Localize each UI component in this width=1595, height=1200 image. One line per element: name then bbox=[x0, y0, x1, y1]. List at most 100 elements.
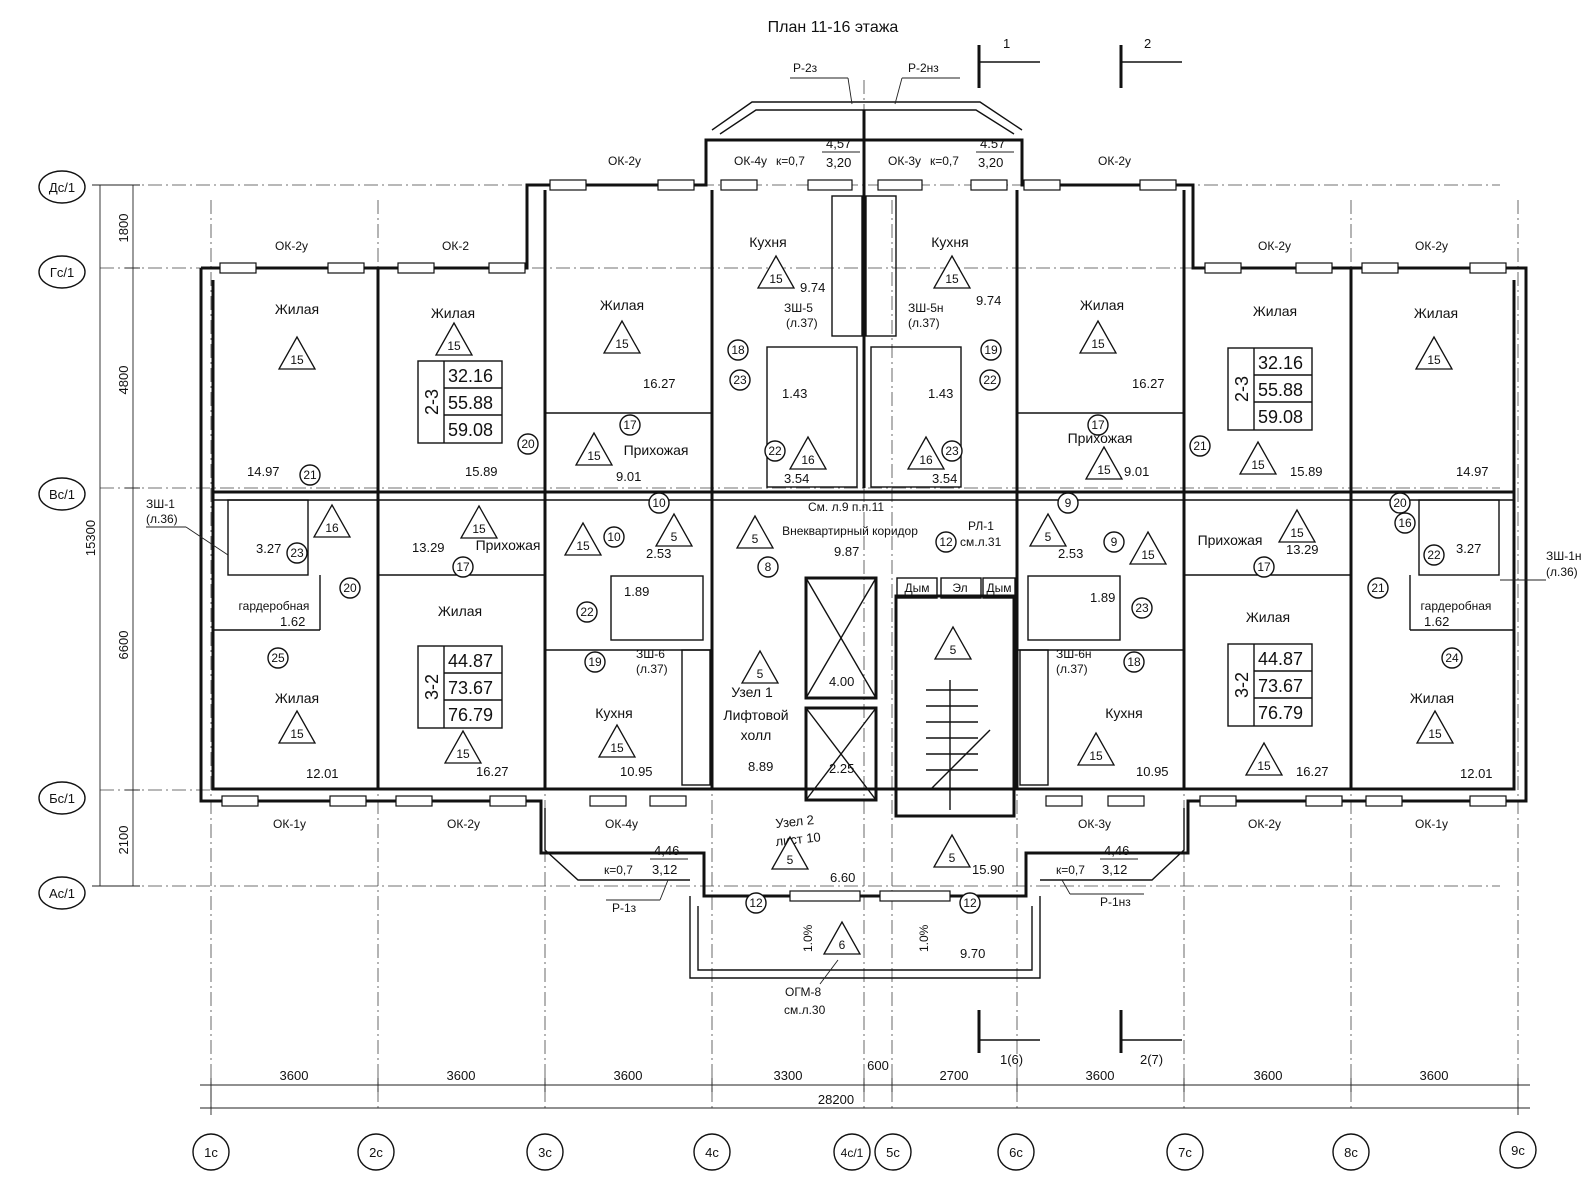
marker-bubble: 22 bbox=[979, 369, 1001, 391]
apartment-area-3: 59.08 bbox=[448, 420, 493, 440]
window-label: ОК-2 bbox=[442, 239, 469, 253]
bay-area: 4,46 bbox=[654, 843, 679, 858]
marker-bubble: 23 bbox=[286, 542, 308, 564]
marker-triangle: 15 bbox=[459, 504, 499, 539]
svg-text:17: 17 bbox=[1091, 418, 1105, 432]
room-name: Жилая bbox=[1414, 305, 1458, 321]
room-name: Жилая bbox=[438, 603, 482, 619]
window-label: ОК-2у bbox=[1248, 817, 1281, 831]
marker-bubble: 19 bbox=[980, 339, 1002, 361]
marker-bubble: 25 bbox=[267, 647, 289, 669]
balcony-bottom-left-label: Р-1з bbox=[612, 901, 637, 915]
balcony-top-left-label: Р-2з bbox=[793, 61, 818, 75]
bay-area: 4,46 bbox=[1104, 843, 1129, 858]
svg-text:21: 21 bbox=[1193, 439, 1207, 453]
svg-text:20: 20 bbox=[521, 437, 535, 451]
svg-text:7с: 7с bbox=[1178, 1145, 1192, 1160]
plan-title: План 11-16 этажа bbox=[768, 19, 899, 36]
apartment-area-2: 73.67 bbox=[448, 678, 493, 698]
svg-text:22: 22 bbox=[983, 373, 997, 387]
marker-bubble: 23 bbox=[1131, 597, 1153, 619]
marker-triangle: 15 bbox=[574, 431, 614, 466]
apartment-area-2: 55.88 bbox=[448, 393, 493, 413]
note-slope-right: 1.0% bbox=[917, 924, 931, 952]
svg-text:23: 23 bbox=[290, 546, 304, 560]
room-area: 1.43 bbox=[782, 386, 807, 401]
room-name: Лифтовой bbox=[723, 707, 788, 723]
bay-values: 4,57 к=0,7 3,20 4.57 к=0,7 3,20 4,46 к=0… bbox=[604, 136, 1138, 877]
col-dim: 3600 bbox=[447, 1068, 476, 1083]
marker-triangle: 15 bbox=[602, 319, 642, 354]
window-label: ОК-3у bbox=[888, 154, 921, 168]
note-rl1-ref: см.л.31 bbox=[960, 535, 1002, 549]
marker-bubble: 19 bbox=[584, 651, 606, 673]
marker-triangles: 15 15 15 15 15 15 15 15 15 15 15 15 15 1… bbox=[277, 254, 1455, 955]
marker-triangle: 15 bbox=[277, 335, 317, 370]
marker-bubble: 10 bbox=[648, 492, 670, 514]
room-name: Жилая bbox=[275, 301, 319, 317]
room-area: 16.27 bbox=[1132, 376, 1165, 391]
col-dim: 3600 bbox=[1086, 1068, 1115, 1083]
interior-walls bbox=[213, 110, 1514, 818]
svg-text:5: 5 bbox=[949, 851, 956, 865]
bay-area: 4,57 bbox=[826, 136, 851, 151]
svg-text:15: 15 bbox=[447, 339, 461, 353]
note-zsh1: ЗШ-1 bbox=[146, 497, 175, 511]
svg-text:5с: 5с bbox=[886, 1145, 900, 1160]
marker-bubble: 18 bbox=[1123, 651, 1145, 673]
apartment-area-3: 76.79 bbox=[1258, 703, 1303, 723]
room-area: 10.95 bbox=[620, 764, 653, 779]
svg-text:15: 15 bbox=[456, 747, 470, 761]
window-label: ОК-1у bbox=[1415, 817, 1448, 831]
room-area: 15.90 bbox=[972, 862, 1005, 877]
col-axis-bubble: 7с bbox=[1166, 1133, 1204, 1171]
room-name: Прихожая bbox=[624, 442, 689, 458]
apartment-area-3: 59.08 bbox=[1258, 407, 1303, 427]
room-area: 9.74 bbox=[800, 280, 825, 295]
room-name: Прихожая bbox=[476, 537, 541, 553]
room-area: 4.00 bbox=[829, 674, 854, 689]
marker-triangle: 15 bbox=[563, 521, 603, 556]
room-area: 9.70 bbox=[960, 946, 985, 961]
note-zsh6: ЗШ-6 bbox=[636, 647, 665, 661]
svg-text:10: 10 bbox=[607, 530, 621, 544]
svg-text:9с: 9с bbox=[1511, 1143, 1525, 1158]
svg-text:24: 24 bbox=[1445, 651, 1459, 665]
svg-text:15: 15 bbox=[1257, 759, 1271, 773]
marker-bubble: 17 bbox=[452, 556, 474, 578]
marker-triangle: 5 bbox=[740, 649, 780, 684]
window-label: ОК-2у bbox=[275, 239, 308, 253]
svg-text:15: 15 bbox=[1290, 526, 1304, 540]
marker-triangle: 15 bbox=[1415, 709, 1455, 744]
marker-bubble: 22 bbox=[764, 440, 786, 462]
room-area: 3.54 bbox=[784, 471, 809, 486]
svg-text:12: 12 bbox=[963, 896, 977, 910]
svg-text:22: 22 bbox=[768, 444, 782, 458]
notes: ЗШ-5 (л.37) ЗШ-5н (л.37) ЗШ-1 (л.36) ЗШ-… bbox=[146, 301, 1582, 1017]
room-name: Эл bbox=[952, 581, 967, 595]
axis-grid bbox=[100, 80, 1519, 1110]
row-axis-bubble: Бс/1 bbox=[38, 781, 86, 815]
svg-text:17: 17 bbox=[1257, 560, 1271, 574]
bay-area: 3,20 bbox=[826, 155, 851, 170]
marker-triangle: 16 bbox=[312, 503, 352, 538]
col-dim: 600 bbox=[867, 1058, 889, 1073]
svg-text:22: 22 bbox=[1427, 548, 1441, 562]
room-area: 12.01 bbox=[306, 766, 339, 781]
room-name: Жилая bbox=[1253, 303, 1297, 319]
apartment-area-1: 44.87 bbox=[448, 651, 493, 671]
svg-text:5: 5 bbox=[671, 530, 678, 544]
svg-text:23: 23 bbox=[945, 444, 959, 458]
window-label: ОК-4у bbox=[734, 154, 767, 168]
marker-bubble: 12 bbox=[959, 892, 981, 914]
window-label: ОК-2у bbox=[1098, 154, 1131, 168]
marker-triangle: 15 bbox=[756, 254, 796, 289]
svg-text:15: 15 bbox=[1089, 749, 1103, 763]
svg-text:Гс/1: Гс/1 bbox=[50, 265, 74, 280]
svg-text:17: 17 bbox=[623, 418, 637, 432]
bay-coef: к=0,7 bbox=[930, 154, 959, 168]
room-area: 14.97 bbox=[1456, 464, 1489, 479]
note-slope-left: 1.0% bbox=[801, 924, 815, 952]
marker-triangle: 15 bbox=[434, 321, 474, 356]
note-zsh5n: ЗШ-5н bbox=[908, 301, 944, 315]
